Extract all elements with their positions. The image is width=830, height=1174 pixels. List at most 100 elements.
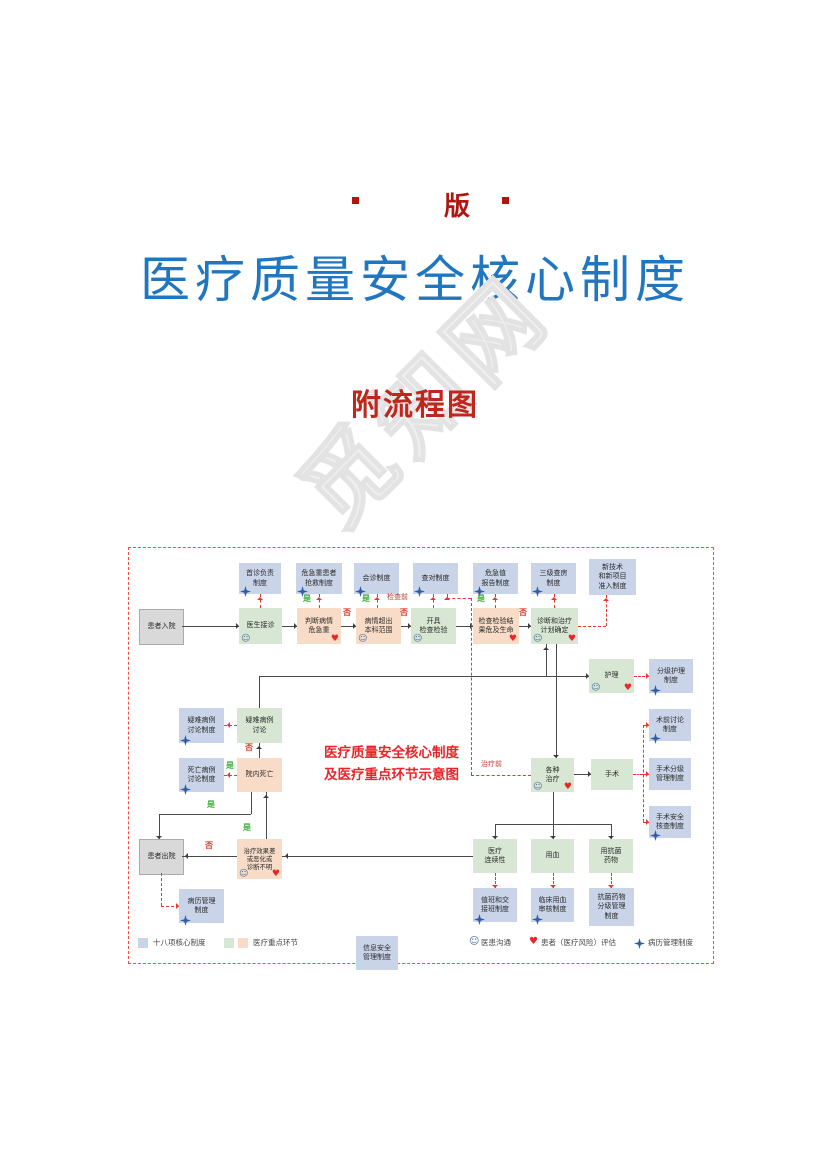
node-various-treatments: 各种 治疗☺♥ (531, 758, 574, 792)
cross-icon (240, 586, 251, 597)
smiley-icon: ☺ (241, 634, 251, 644)
node-label: 手术分级 管理制度 (656, 764, 684, 782)
page-title: 医疗质量安全核心制度 (140, 251, 690, 309)
node-label: 信息安全 管理制度 (363, 943, 391, 961)
edge-label: 否 (245, 743, 253, 752)
node-label: 手术安全 核查制度 (656, 812, 684, 830)
node-label: 护理 (604, 671, 619, 680)
node-label: 临床用血 审核制度 (538, 895, 567, 913)
smiley-icon: ☺ (533, 782, 543, 792)
cross-icon (650, 733, 661, 744)
dashed-connector (633, 774, 643, 775)
node-in-hospital-death: 院内死亡 (237, 758, 282, 792)
node-first-visit-responsibility-system: 首诊负责 制度 (239, 563, 281, 597)
flow-connector (282, 626, 297, 627)
edge-label: 是 (303, 594, 311, 603)
arrowhead (175, 902, 182, 909)
node-judge-condition-severity: 判断病情 危急重♥ (297, 608, 341, 644)
flow-connector (251, 792, 252, 814)
arrowhead (549, 884, 556, 891)
record-cross-icon (634, 938, 645, 949)
edge-label: 否 (343, 608, 351, 617)
node-surgery-safety-check-system: 手术安全 核查制度 (649, 806, 691, 841)
arrowhead (282, 852, 288, 859)
cross-icon (297, 586, 308, 597)
arrowhead (224, 771, 230, 778)
smiley-icon: ☺ (469, 936, 480, 947)
arrowhead (407, 622, 414, 629)
edge-label: 是 (362, 594, 370, 603)
cross-icon (474, 586, 485, 597)
cross-icon (414, 586, 425, 597)
flow-connector (401, 626, 411, 627)
flow-connector (159, 814, 160, 839)
dashed-connector (447, 598, 471, 599)
arrowhead (607, 835, 614, 842)
legend-swatch-orange (238, 938, 248, 948)
node-label: 病情超出 本科范围 (364, 616, 393, 634)
arrowhead (645, 770, 652, 777)
smiley-icon: ☺ (591, 683, 601, 693)
dashed-connector (495, 873, 496, 888)
node-three-level-rounds-system: 三级查房 制度 (531, 563, 576, 597)
node-label: 危急重患者 抢救制度 (301, 569, 337, 587)
flow-connector (182, 856, 237, 857)
edge-label: 是 (207, 800, 215, 809)
node-clinical-blood-review-system: 临床用血 审核制度 (531, 888, 574, 925)
cross-icon (180, 735, 191, 746)
node-label: 患者入院 (147, 622, 176, 631)
node-surgery: 手术 (591, 759, 633, 790)
dashed-connector (578, 626, 606, 627)
flow-connector (182, 626, 239, 627)
node-surgery-grading-management-system: 手术分级 管理制度 (649, 758, 691, 790)
heart-icon: ♥ (330, 634, 339, 644)
arrowhead (550, 594, 557, 600)
legend-label-record-system: 病历管理制度 (648, 938, 693, 947)
arrowhead (256, 594, 263, 600)
node-order-tests: 开具 检查检验☺ (411, 608, 456, 644)
arrowhead (607, 884, 614, 891)
node-label: 分级护理 制度 (657, 666, 685, 684)
legend-swatch-core-blue (138, 938, 148, 948)
smiley-icon: ☺ (413, 634, 423, 644)
node-grading-nursing-system: 分级护理 制度 (649, 659, 693, 696)
node-patient-admission: 患者入院 (139, 609, 184, 645)
flow-connector (556, 644, 557, 758)
flow-connector (282, 856, 473, 857)
node-label: 疑难病例 讨论 (245, 716, 274, 734)
node-label: 检查检验结 果危及生命 (478, 616, 514, 634)
arrowhead (155, 835, 162, 842)
node-critical-test-results: 检查检验结 果危及生命♥ (473, 608, 519, 644)
flow-connector (611, 824, 612, 839)
arrowhead (255, 743, 262, 749)
node-label: 疑难病例 讨论制度 (187, 716, 216, 734)
edge-label: 否 (400, 608, 408, 617)
node-difficult-case-discussion: 疑难病例 讨论 (237, 708, 282, 743)
legend-label-risk-assessment: 患者（医疗风险）评估 (541, 938, 616, 947)
arrowhead (315, 594, 322, 600)
flowchart-canvas: 医疗质量安全核心制度 及医疗重点环节示意图 十八项核心制度 医疗重点环节 ☺ 医… (128, 547, 714, 970)
node-label: 开具 检查检验 (419, 616, 448, 634)
dashed-connector (377, 594, 378, 608)
heart-icon: ♥ (529, 936, 538, 947)
node-death-case-discussion-system: 死亡病例 讨论制度 (179, 758, 224, 795)
edge-label: 是 (226, 761, 234, 770)
cross-icon (180, 784, 191, 795)
legend-swatch-green (224, 938, 234, 948)
dashed-connector (224, 725, 237, 726)
dashed-connector (643, 725, 644, 822)
legend-label-key-steps: 医疗重点环节 (253, 938, 298, 947)
edge-label: 治疗前 (481, 760, 502, 768)
heart-icon: ♥ (567, 634, 576, 644)
node-diagnosis-treatment-plan: 诊断和治疗 计划确定☺♥ (531, 608, 578, 644)
node-label: 三级查房 制度 (539, 569, 568, 587)
flow-connector (553, 792, 554, 824)
edition-badge: 版 (0, 186, 830, 222)
dashed-connector (495, 594, 496, 608)
node-critical-patient-rescue-system: 危急重患者 抢救制度 (296, 563, 342, 597)
heart-icon: ♥ (623, 683, 632, 693)
node-label: 治疗效果差 或恶化或 诊断不明 (243, 846, 276, 872)
cross-icon (180, 915, 191, 926)
node-difficult-case-discussion-system: 疑难病例 讨论制度 (179, 708, 224, 746)
